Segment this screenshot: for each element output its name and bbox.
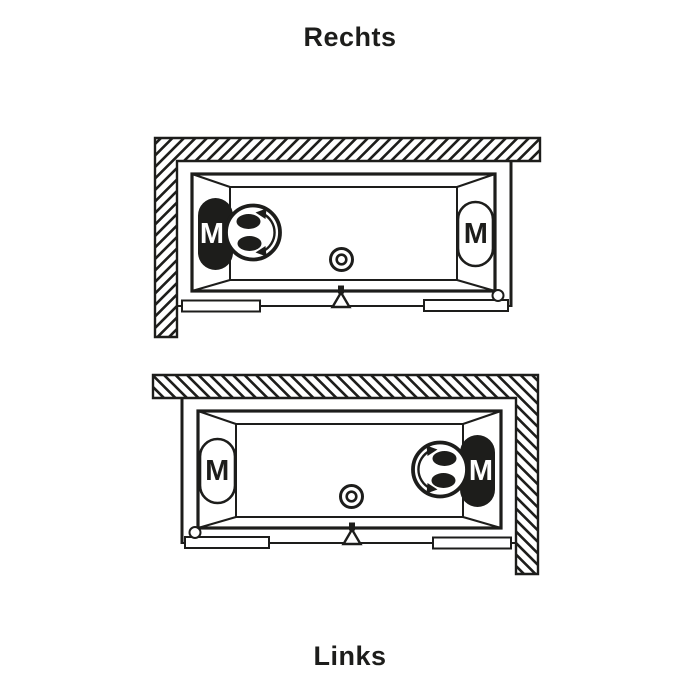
mixer-label-rechts-active: M (200, 218, 224, 250)
mixer-label-links-alt: M (205, 455, 229, 487)
mixer-label-links-active: M (469, 455, 493, 487)
title-links: Links (313, 641, 387, 671)
mixer-label-rechts-alt: M (464, 218, 488, 250)
title-rechts: Rechts (303, 22, 397, 52)
